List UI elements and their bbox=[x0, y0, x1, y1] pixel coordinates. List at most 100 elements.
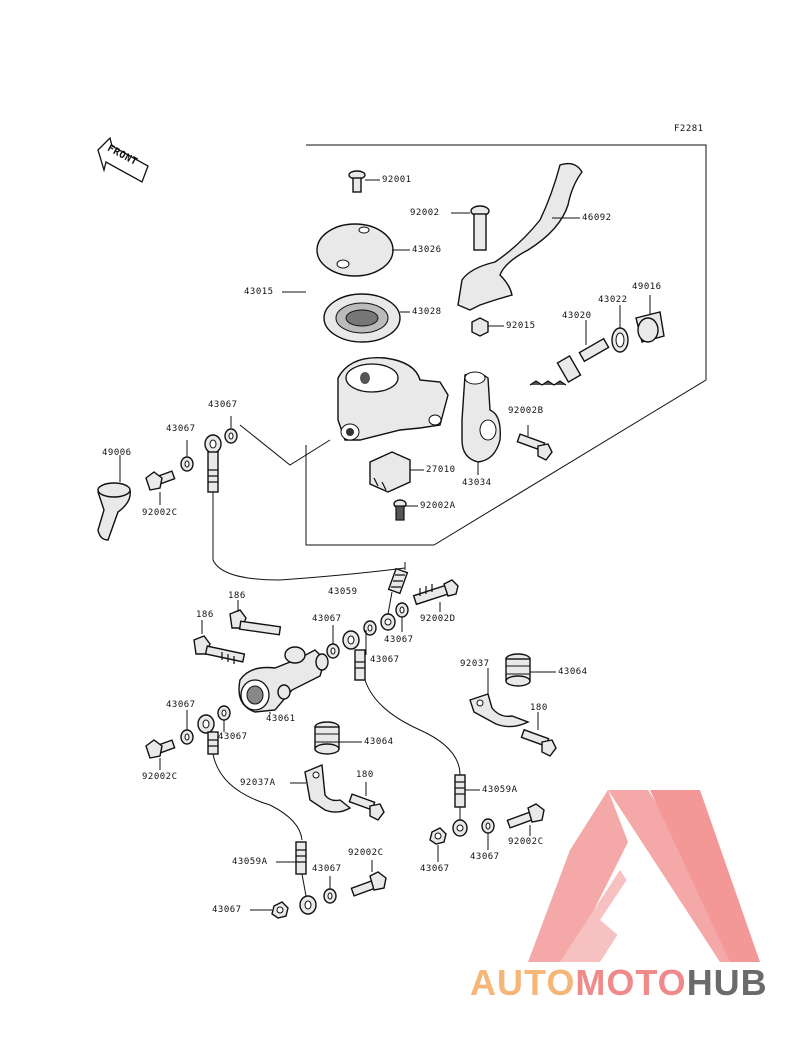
cap-43026 bbox=[316, 223, 410, 277]
banjo-lower-left bbox=[197, 714, 219, 755]
screw-92001 bbox=[348, 170, 380, 193]
joint-43061 bbox=[238, 646, 329, 714]
grommet-43064-b bbox=[505, 653, 556, 687]
label-43064-b: 43064 bbox=[364, 737, 394, 747]
washer-43067-i bbox=[180, 710, 194, 745]
label-92002C-a: 92002C bbox=[142, 508, 178, 518]
washer-43067-h bbox=[217, 705, 231, 732]
washer-43067-e bbox=[363, 620, 377, 636]
cover-49006 bbox=[97, 455, 131, 541]
label-92002C-b: 92002C bbox=[142, 772, 178, 782]
clamp-43034 bbox=[461, 371, 501, 475]
assembly-box-outline bbox=[305, 144, 707, 546]
watermark-hub: HUB bbox=[686, 962, 768, 1003]
lever-46092 bbox=[457, 162, 583, 311]
washer-43067-a bbox=[224, 416, 238, 444]
bolt-186-a bbox=[229, 600, 282, 636]
label-180-a: 180 bbox=[530, 703, 548, 713]
label-92002C-d: 92002C bbox=[348, 848, 384, 858]
label-92002D: 92002D bbox=[420, 614, 456, 624]
label-46092: 46092 bbox=[582, 213, 612, 223]
circlip-43022 bbox=[611, 305, 629, 353]
label-43067-c: 43067 bbox=[312, 614, 342, 624]
screw-92002A bbox=[393, 499, 418, 521]
label-43026: 43026 bbox=[412, 245, 442, 255]
bolt-92002C-c bbox=[506, 803, 545, 836]
master-cylinder-body bbox=[337, 356, 449, 441]
pivot-bolt-92002 bbox=[451, 205, 490, 251]
label-92001: 92001 bbox=[382, 175, 412, 185]
label-43059: 43059 bbox=[328, 587, 358, 597]
banjo-43067-f bbox=[342, 630, 367, 681]
washer-43067-k bbox=[481, 818, 495, 850]
bolt-92002D bbox=[412, 579, 459, 612]
bolt-92002C-a bbox=[145, 470, 176, 505]
label-43067-i: 43067 bbox=[470, 852, 500, 862]
brake-hose-upper bbox=[212, 492, 406, 581]
label-43028: 43028 bbox=[412, 307, 442, 317]
bolt-92002C-b bbox=[145, 739, 176, 770]
label-43061: 43061 bbox=[266, 714, 296, 724]
label-186-b: 186 bbox=[196, 610, 214, 620]
label-43020: 43020 bbox=[562, 311, 592, 321]
label-43067-a: 43067 bbox=[208, 400, 238, 410]
hose-fitting-43059 bbox=[387, 567, 409, 595]
front-arrow-icon bbox=[97, 136, 149, 183]
brake-hose-lower-right bbox=[364, 679, 461, 776]
brake-hose-lower-left bbox=[212, 753, 303, 841]
label-43067-d: 43067 bbox=[384, 635, 414, 645]
label-180-b: 180 bbox=[356, 770, 374, 780]
watermark-auto: AUTO bbox=[470, 962, 576, 1003]
bolt-180-b bbox=[348, 782, 385, 821]
watermark-moto: MOTO bbox=[575, 962, 687, 1003]
piston-set-43020 bbox=[529, 320, 610, 386]
washer-43067-j bbox=[429, 827, 447, 862]
grommet-43064-a bbox=[314, 721, 362, 755]
label-43059A-a: 43059A bbox=[482, 785, 518, 795]
label-43067-b: 43067 bbox=[166, 424, 196, 434]
label-43034: 43034 bbox=[462, 478, 492, 488]
bolt-180-a bbox=[520, 712, 557, 757]
hose-fitting-43059A-b bbox=[276, 841, 317, 915]
washer-43067-m bbox=[323, 876, 337, 904]
label-92002B: 92002B bbox=[508, 406, 544, 416]
label-43067-f: 43067 bbox=[166, 700, 196, 710]
label-43059A-b: 43059A bbox=[232, 857, 268, 867]
banjo-43059-upper bbox=[380, 591, 396, 631]
label-43067-e: 43067 bbox=[370, 655, 400, 665]
diaphragm-43028 bbox=[323, 293, 410, 343]
label-186-a: 186 bbox=[228, 591, 246, 601]
washer-43067-c bbox=[180, 440, 194, 472]
label-92002: 92002 bbox=[410, 208, 440, 218]
bolt-92002B bbox=[516, 425, 553, 461]
watermark-logo bbox=[528, 790, 760, 962]
label-43067-k: 43067 bbox=[212, 905, 242, 915]
label-92002A: 92002A bbox=[420, 501, 456, 511]
switch-27010 bbox=[369, 451, 424, 493]
label-92037: 92037 bbox=[460, 659, 490, 669]
watermark-text: AUTOMOTOHUB bbox=[470, 962, 768, 1004]
bolt-186-b bbox=[193, 620, 246, 664]
label-43067-j: 43067 bbox=[312, 864, 342, 874]
nut-92015 bbox=[471, 317, 504, 337]
label-43067-g: 43067 bbox=[218, 732, 248, 742]
figure-code: F2281 bbox=[674, 124, 704, 134]
label-27010: 27010 bbox=[426, 465, 456, 475]
label-43015: 43015 bbox=[244, 287, 274, 297]
washer-43067-d bbox=[395, 602, 409, 632]
hose-fitting-43059A-a bbox=[452, 774, 480, 837]
boot-49016 bbox=[635, 295, 665, 343]
bracket-92037 bbox=[469, 668, 530, 728]
bolt-92002C-d bbox=[350, 860, 387, 897]
label-92037A: 92037A bbox=[240, 778, 276, 788]
label-49006: 49006 bbox=[102, 448, 132, 458]
bracket-92037A bbox=[290, 763, 352, 813]
label-43067-h: 43067 bbox=[420, 864, 450, 874]
washer-43067-l bbox=[250, 901, 289, 919]
label-43064-a: 43064 bbox=[558, 667, 588, 677]
label-49016: 49016 bbox=[632, 282, 662, 292]
label-92015: 92015 bbox=[506, 321, 536, 331]
label-92002C-c: 92002C bbox=[508, 837, 544, 847]
